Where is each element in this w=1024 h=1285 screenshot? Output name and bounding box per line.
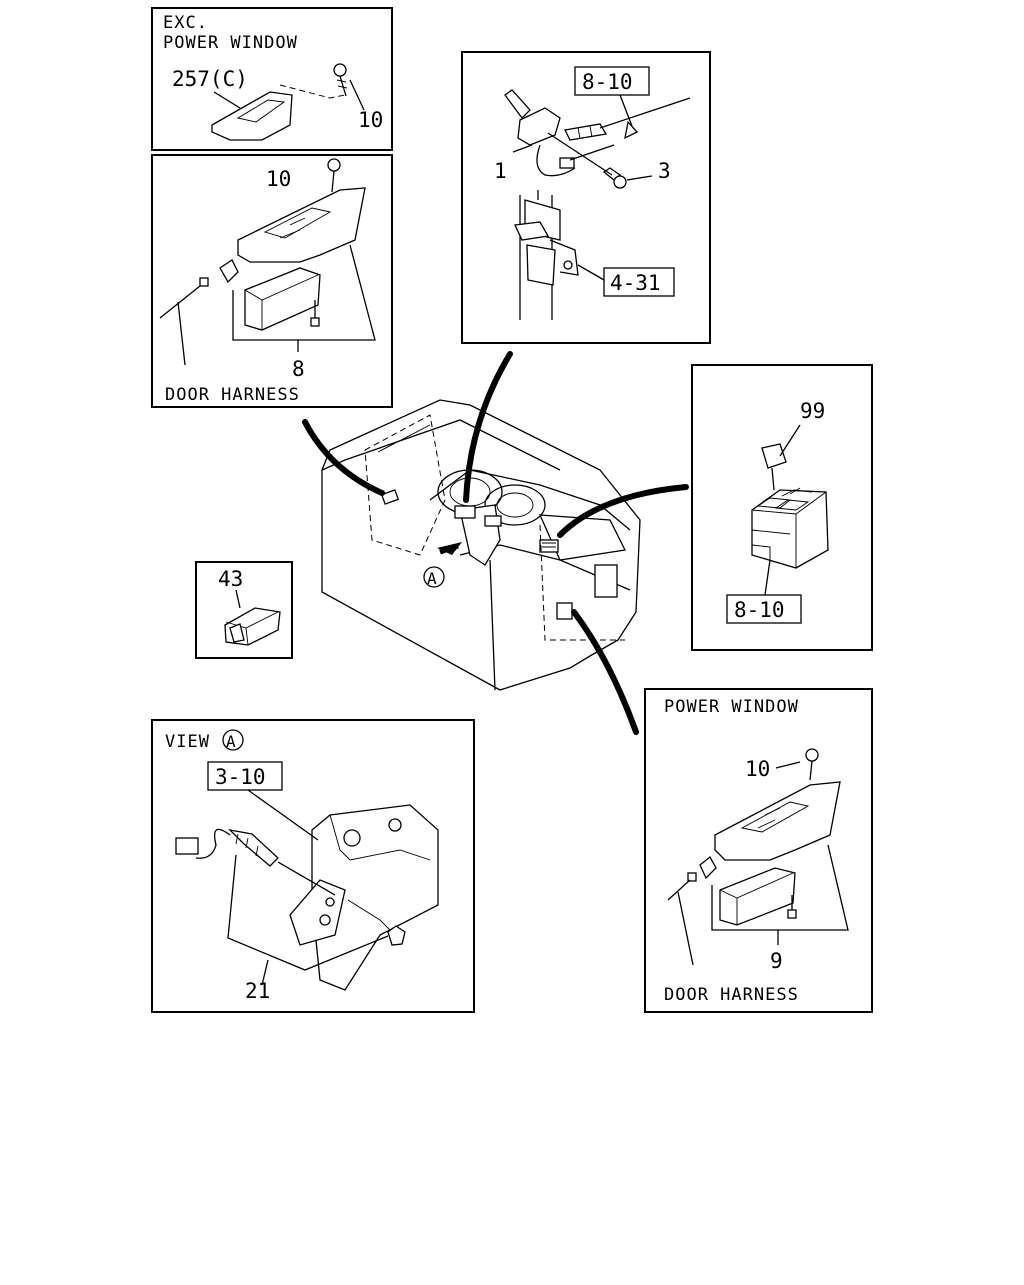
bolt-icon: [787, 895, 797, 919]
callout-10: 10: [745, 757, 770, 781]
view-a-marker-letter: A: [427, 569, 437, 588]
callout-10: 10: [358, 108, 383, 132]
ref-box-8-10: [574, 66, 650, 96]
ref-3-10: 3-10: [215, 765, 266, 789]
callout-257c: 257(C): [172, 67, 248, 91]
screw-icon: [805, 748, 819, 781]
ref-box-4-31: [603, 267, 675, 297]
exc-title-line1: EXC.: [163, 13, 208, 33]
view-a-title: VIEW: [165, 732, 210, 752]
panel-power-window: POWER WINDOW 10 9 DOOR HARNESS: [644, 688, 873, 1013]
ref-4-31: 4-31: [610, 271, 661, 295]
screw-icon: [602, 167, 627, 189]
panel-door-switch: 10 8 DOOR HARNESS: [151, 154, 393, 408]
bolt-icon: [310, 300, 320, 327]
nut-icon: [387, 925, 406, 946]
panel-view-a: VIEW A 3-10 21: [151, 719, 475, 1013]
door-harness-label: DOOR HARNESS: [664, 985, 799, 1005]
view-a-marker: [423, 566, 445, 588]
ref-8-10: 8-10: [734, 598, 785, 622]
callout-8: 8: [292, 357, 305, 381]
exc-title-line2: POWER WINDOW: [163, 33, 298, 53]
power-window-title: POWER WINDOW: [664, 697, 799, 717]
panel-switch-43: 43: [195, 561, 293, 659]
door-harness-label: DOOR HARNESS: [165, 385, 300, 405]
callout-99: 99: [800, 399, 825, 423]
callout-1: 1: [494, 159, 507, 183]
leader-curves: [302, 351, 689, 735]
panel-relay-box: 99 8-10: [691, 364, 873, 651]
screw-icon: [333, 63, 348, 97]
panel-exc-power-window: EXC. POWER WINDOW 257(C) 10: [151, 7, 393, 151]
dashboard-main-view: A: [321, 399, 641, 691]
ref-box-8-10: [726, 594, 802, 624]
callout-43: 43: [218, 567, 243, 591]
screw-icon: [327, 158, 341, 193]
panel-steering-column: 8-10 4-31 1 3: [461, 51, 711, 344]
ref-box-3-10: [207, 761, 283, 791]
view-a-letter: A: [226, 732, 236, 751]
callout-3: 3: [658, 159, 671, 183]
ref-8-10: 8-10: [582, 70, 633, 94]
callout-9: 9: [770, 949, 783, 973]
callout-10: 10: [266, 167, 291, 191]
callout-21: 21: [245, 979, 270, 1003]
